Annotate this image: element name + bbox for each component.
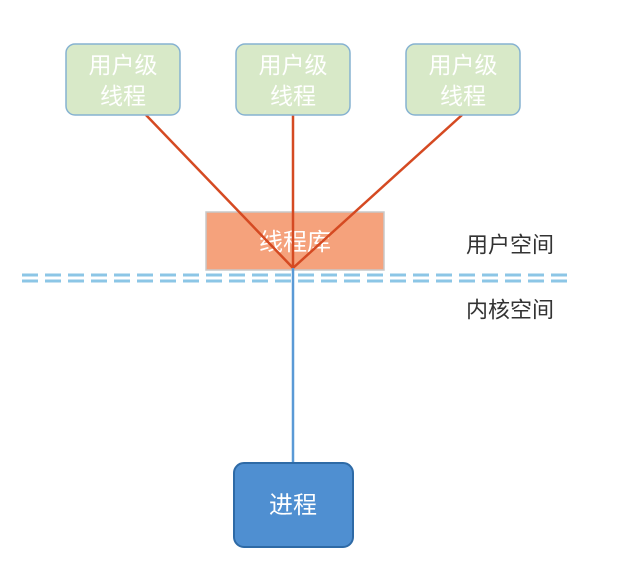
user-space-label: 用户空间	[466, 234, 554, 259]
connector-thread-1	[145, 114, 294, 269]
user-thread-label-line1: 用户级	[429, 53, 498, 79]
thread-library: 线程库	[205, 211, 385, 271]
connector-thread-3	[292, 114, 463, 269]
thread-library-box	[205, 211, 385, 271]
process-box	[233, 462, 354, 548]
kernel-space-label: 内核空间	[466, 299, 554, 324]
thread-connectors	[145, 114, 463, 269]
user-thread-1: 用户级 线程	[65, 43, 181, 116]
thread-library-label: 线程库	[259, 228, 331, 256]
user-thread-label-line1: 用户级	[259, 53, 328, 79]
user-thread-label-line2: 线程	[270, 84, 316, 110]
user-thread-label-line2: 线程	[100, 84, 146, 110]
user-thread-3: 用户级 线程	[405, 43, 521, 116]
user-thread-box	[65, 43, 181, 116]
process-label: 进程	[269, 491, 317, 519]
user-thread-label-line1: 用户级	[89, 53, 158, 79]
user-thread-2: 用户级 线程	[235, 43, 351, 116]
process: 进程	[233, 462, 354, 548]
user-thread-box	[235, 43, 351, 116]
user-thread-label-line2: 线程	[440, 84, 486, 110]
space-separator	[22, 273, 574, 283]
user-thread-box	[405, 43, 521, 116]
